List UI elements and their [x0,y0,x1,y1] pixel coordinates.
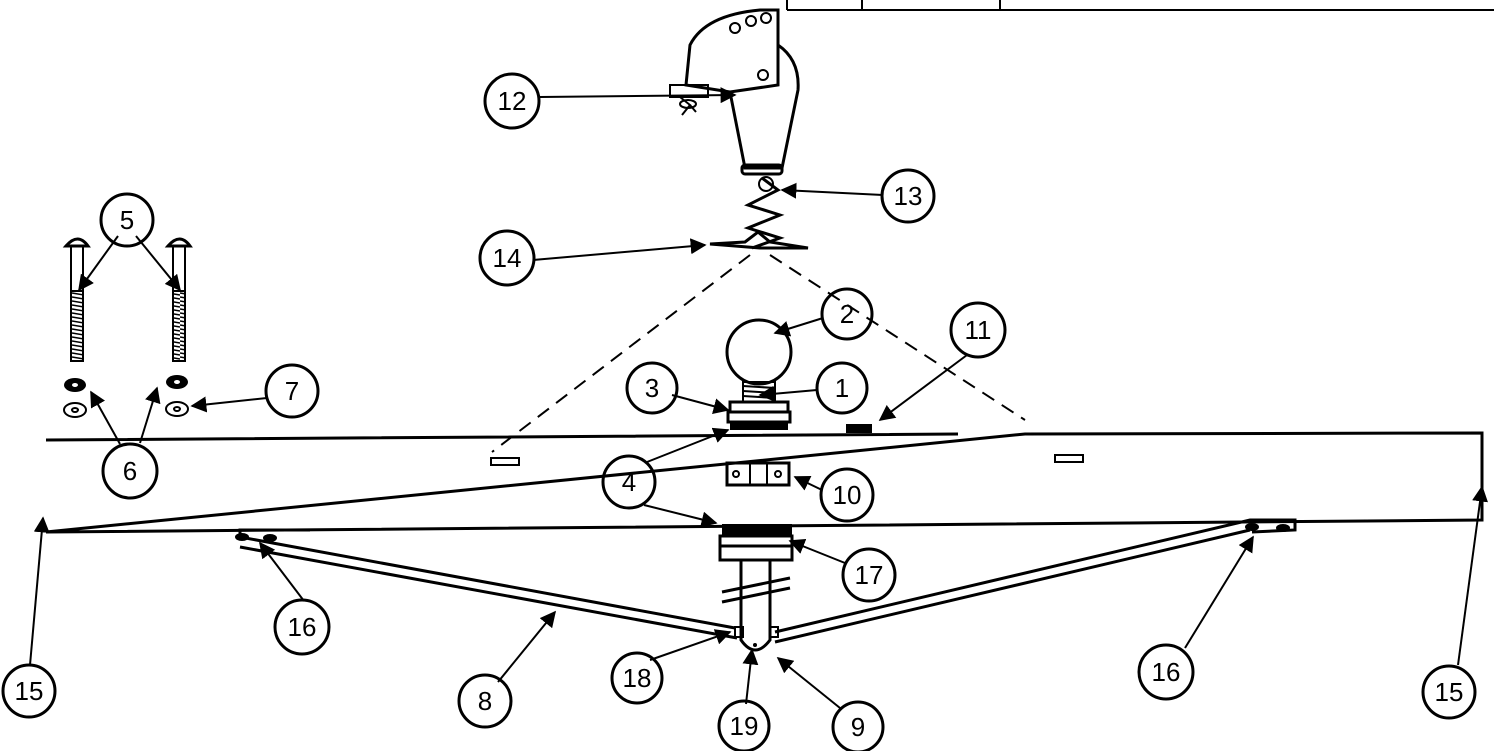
svg-text:8: 8 [478,686,492,716]
ball-and-stud [725,318,793,430]
callout-2: 2 [820,287,874,341]
support-rods [235,518,1297,644]
spring [743,176,785,250]
svg-text:2: 2 [840,299,854,329]
callout-15-right: 15 [1421,664,1477,720]
svg-text:10: 10 [833,480,862,510]
svg-text:16: 16 [1152,657,1181,687]
callout-16-left: 16 [273,598,331,656]
callout-18: 18 [610,651,664,705]
callout-14: 14 [478,229,536,287]
svg-text:17: 17 [855,560,884,590]
callout-4: 4 [601,454,657,510]
svg-text:4: 4 [622,467,636,497]
svg-text:11: 11 [965,315,992,345]
callout-6: 6 [101,442,159,500]
callout-17: 17 [841,547,897,603]
svg-text:15: 15 [1435,677,1464,707]
callout-15-left: 15 [1,663,57,719]
callout-16-right: 16 [1137,643,1195,701]
svg-text:9: 9 [851,712,865,742]
callout-3: 3 [625,361,679,415]
svg-text:18: 18 [623,663,652,693]
bolts-and-washers [62,237,193,418]
leader-lines [29,87,1489,709]
callout-7: 7 [264,363,320,419]
svg-text:6: 6 [123,456,137,486]
callout-19: 19 [717,699,771,751]
clamp-block [725,461,791,487]
svg-text:3: 3 [645,373,659,403]
svg-text:1: 1 [835,373,849,403]
callout-13: 13 [880,168,936,224]
callout-9: 9 [831,700,885,751]
svg-text:16: 16 [288,612,317,642]
svg-text:12: 12 [498,86,527,116]
svg-text:14: 14 [493,243,522,273]
svg-text:7: 7 [285,376,299,406]
main-beam [45,431,1484,534]
callout-1: 1 [815,361,869,415]
svg-text:5: 5 [120,205,134,235]
callout-10: 10 [819,467,875,523]
plate [709,230,809,250]
callout-8: 8 [457,673,513,729]
svg-text:13: 13 [894,181,923,211]
svg-text:15: 15 [15,676,44,706]
marker-block [846,424,872,433]
callout-11: 11 [949,301,1007,359]
callout-5: 5 [99,192,155,248]
dashed-guides [491,254,1026,453]
callout-12: 12 [483,72,541,130]
svg-text:19: 19 [730,711,759,741]
nozzle-head [669,8,800,176]
title-block-fragment [786,0,1494,11]
